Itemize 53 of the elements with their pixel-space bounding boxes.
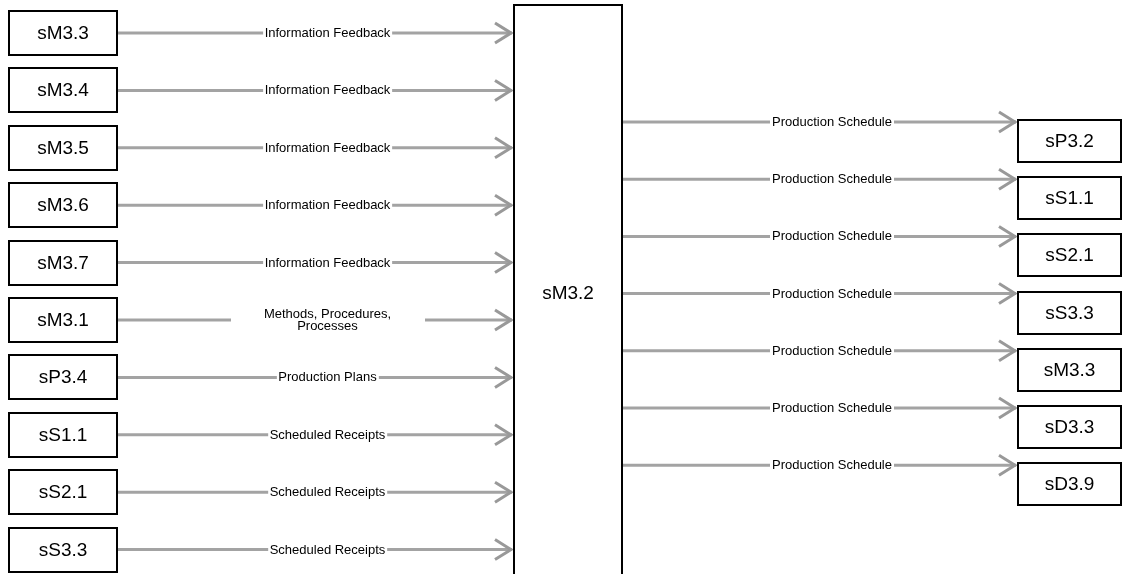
box-label: sM3.4 (37, 79, 89, 102)
process-box (1017, 119, 1122, 163)
process-box (8, 526, 118, 573)
edge-label: Information Feedback (262, 84, 393, 97)
edge-label: Production Schedule (770, 173, 894, 186)
process-box (1017, 462, 1122, 507)
edge-label: Methods, Procedures, Processes (230, 308, 425, 332)
process-box (1017, 405, 1122, 449)
process-box (513, 4, 623, 574)
box-label: sM3.7 (37, 251, 89, 274)
box-label: sM3.3 (37, 22, 89, 44)
box-label: sP3.2 (1045, 130, 1094, 152)
box-label: sM3.1 (37, 309, 89, 331)
edge-label: Production Plans (276, 371, 379, 384)
process-box (8, 10, 118, 56)
edge-label: Production Schedule (770, 459, 894, 472)
edge-label: Production Schedule (770, 116, 894, 128)
process-box (8, 124, 118, 171)
edge-label: Scheduled Receipts (267, 486, 388, 499)
edge-label: Information Feedback (262, 27, 393, 39)
box-label: sS3.3 (38, 538, 88, 561)
edge-label: Scheduled Receipts (267, 543, 388, 556)
process-box (1017, 290, 1122, 335)
box-label: sM3.3 (1043, 358, 1096, 381)
edge-label: Information Feedback (262, 256, 393, 269)
edge-label: Production Schedule (770, 230, 894, 243)
process-box (8, 411, 118, 458)
box-label: sS2.1 (38, 481, 88, 504)
box-label: sM3.6 (37, 194, 89, 217)
process-box (1017, 176, 1122, 221)
process-box (8, 182, 118, 229)
edge-label: Information Feedback (262, 199, 393, 212)
process-box (8, 297, 118, 343)
box-label: sS1.1 (38, 423, 88, 446)
box-label: sP3.4 (38, 366, 88, 389)
box-label: sM3.5 (37, 136, 89, 159)
process-box (8, 354, 118, 401)
process-box (1017, 347, 1122, 392)
edge-label: Production Schedule (770, 402, 894, 414)
edge-label: Production Schedule (770, 287, 894, 300)
box-label: sS1.1 (1045, 187, 1094, 210)
process-box (8, 469, 118, 516)
edge-label: Production Schedule (770, 344, 894, 357)
box-label: sD3.3 (1044, 416, 1095, 438)
edge-label: Scheduled Receipts (267, 428, 388, 441)
box-label: sD3.9 (1044, 473, 1095, 496)
box-label: sS3.3 (1045, 301, 1094, 324)
box-label: sM3.2 (542, 281, 594, 304)
process-box (8, 239, 118, 286)
edge-label: Information Feedback (262, 141, 393, 154)
process-box (8, 67, 118, 114)
process-box (1017, 233, 1122, 278)
box-label: sS2.1 (1045, 244, 1094, 267)
